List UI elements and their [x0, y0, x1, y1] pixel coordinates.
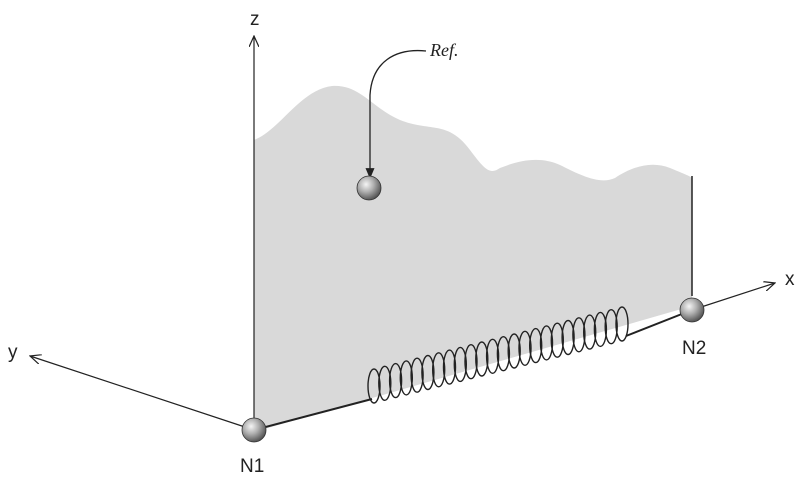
spring-coil-loop	[507, 333, 521, 369]
spring-coil-loop	[410, 357, 424, 393]
spring-coil-loop	[583, 314, 597, 350]
node-n1-label: N1	[240, 456, 264, 477]
spring-coil-loop	[572, 317, 586, 353]
spring-coil-loop	[432, 352, 446, 388]
spring-coil-loop	[421, 354, 435, 391]
spring-coil	[367, 306, 629, 404]
spring-coil-loop	[496, 336, 511, 372]
spring-coil-loop	[464, 344, 478, 380]
spring-coil-loop	[615, 306, 629, 342]
spring-coil-loop	[388, 362, 403, 399]
spring-coil-loop	[378, 365, 392, 401]
x-axis-label: x	[785, 269, 795, 290]
reference-plane	[254, 85, 692, 432]
spring-coil-loop	[561, 319, 575, 356]
spring-coil-loop	[399, 360, 413, 396]
spring-coil-loop	[475, 341, 489, 377]
node-n2-ball	[679, 297, 705, 323]
reference-node-ball	[356, 175, 382, 201]
spring-coil-loop	[485, 338, 500, 374]
reference-label: Ref.	[429, 40, 459, 60]
spring-coil-loop	[604, 309, 618, 345]
spring-coil-loop	[367, 368, 381, 404]
spring-coil-loop	[550, 322, 564, 358]
z-axis-label: z	[250, 9, 260, 30]
ref-pointer-arrow	[365, 49, 427, 179]
y-axis-label: y	[8, 342, 18, 363]
spring-coil-loop	[442, 349, 457, 385]
y-axis	[30, 356, 255, 431]
node-n2-label: N2	[682, 338, 706, 359]
spring-coil-loop	[453, 346, 467, 383]
spring-coil-loop	[539, 325, 554, 361]
spring-coil-loop	[529, 327, 543, 364]
spring-coil-loop	[518, 330, 532, 366]
spring-coil-loop	[593, 311, 608, 348]
node-n1-ball	[241, 417, 267, 443]
element-line-left	[253, 398, 373, 431]
x-axis	[691, 283, 775, 311]
